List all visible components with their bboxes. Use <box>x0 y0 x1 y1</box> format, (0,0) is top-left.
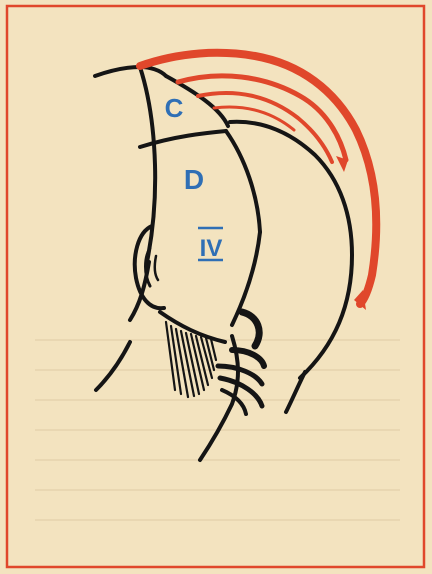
red-arrows <box>140 53 376 304</box>
nape-curls <box>218 312 305 414</box>
neck-hair-strands <box>166 322 216 397</box>
red-frame <box>7 6 424 567</box>
section-label-d: D <box>184 164 204 195</box>
section-label-c: C <box>165 93 184 123</box>
section-label-iv-text: IV <box>200 235 223 262</box>
section-label-iv: IV <box>198 228 223 262</box>
